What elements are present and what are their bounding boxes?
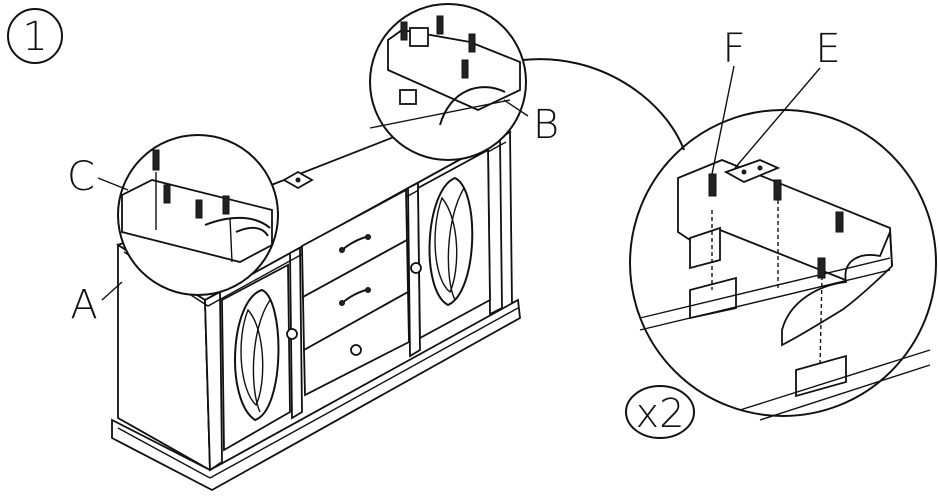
screw-icon xyxy=(163,184,171,204)
step-marker: 1 xyxy=(7,8,63,64)
label-f: F xyxy=(722,26,745,72)
screw-icon xyxy=(195,199,203,219)
detail-circle-large xyxy=(522,58,937,421)
leader-line xyxy=(522,58,685,151)
screw-icon xyxy=(152,149,160,171)
step-number: 1 xyxy=(22,14,47,60)
screw-icon xyxy=(461,59,469,79)
screw-icon xyxy=(773,179,782,201)
screw-icon xyxy=(835,211,844,233)
callout-b: B xyxy=(503,99,559,148)
drawer-knob-bottom xyxy=(350,344,362,356)
screw-icon xyxy=(436,15,444,35)
callout-f: F xyxy=(711,26,746,175)
callout-a: A xyxy=(70,281,123,328)
quantity-marker: x2 xyxy=(625,385,695,439)
quantity-label: x2 xyxy=(635,391,684,437)
drawers xyxy=(301,188,410,397)
left-door xyxy=(221,263,298,452)
screw-icon xyxy=(468,33,476,53)
right-door-knob xyxy=(410,262,422,274)
callout-e: E xyxy=(734,26,841,169)
detail-circle-c xyxy=(117,134,279,296)
screw-icon xyxy=(708,173,717,197)
screw-icon xyxy=(222,195,230,215)
label-c: C xyxy=(67,154,95,200)
label-a: A xyxy=(70,282,97,328)
screw-icon xyxy=(400,21,408,41)
callout-c: C xyxy=(67,154,129,200)
label-b: B xyxy=(533,102,559,148)
right-door xyxy=(410,148,491,340)
label-e: E xyxy=(815,26,840,72)
left-door-knob xyxy=(286,328,298,340)
screw-icon xyxy=(817,257,826,279)
detail-circle-b xyxy=(369,3,527,161)
